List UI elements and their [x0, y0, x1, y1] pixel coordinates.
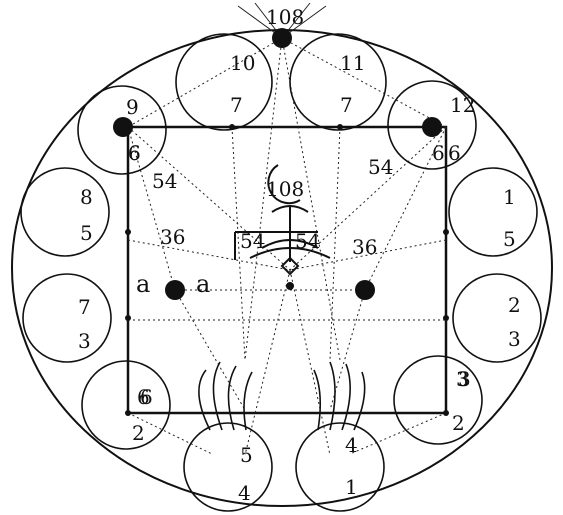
circle-5-top: 2 [508, 293, 521, 317]
letter-a-1: a [136, 270, 150, 298]
circle-5-bottom: 3 [508, 327, 521, 351]
circle-10-top: 7 [78, 295, 91, 319]
circle-3-bottom: 6 [432, 141, 445, 165]
label-54-center-right: 54 [295, 229, 320, 253]
circle-2-top: 11 [340, 51, 365, 75]
circle-4-top: 1 [503, 185, 516, 209]
flames [199, 362, 365, 430]
circle-11-bottom: 5 [80, 221, 93, 245]
circle-12-bottom: 6 [128, 141, 141, 165]
left-node [165, 280, 185, 300]
labels: 108 108 54 54 54 54 36 36 a a 6 6 6 3 10… [78, 5, 521, 505]
corner-node-top-left [113, 117, 133, 137]
label-54-upper-left: 54 [152, 169, 177, 193]
circle-2-bottom: 7 [340, 93, 353, 117]
circle-9-bottom: 2 [132, 421, 145, 445]
circle-7-top: 4 [345, 433, 358, 457]
circle-10-bottom: 3 [78, 329, 91, 353]
corner-node-top-right [422, 117, 442, 137]
top-node [272, 28, 292, 48]
circle-4-bottom: 5 [503, 227, 516, 251]
circle-6-top: 3 [458, 367, 471, 391]
right-node [355, 280, 375, 300]
circle-12-top: 9 [126, 95, 139, 119]
circle-7-bottom: 1 [345, 475, 358, 499]
circle-11-top: 8 [80, 185, 93, 209]
label-36-right: 36 [352, 235, 377, 259]
circle-9-top: 6 [137, 385, 150, 409]
circle-8-top: 5 [240, 443, 253, 467]
circle-6-bottom: 2 [452, 411, 465, 435]
circle-1-bottom: 7 [230, 93, 243, 117]
center-number: 108 [266, 177, 304, 201]
circle-8-bottom: 4 [238, 481, 251, 505]
top-number: 108 [266, 5, 304, 29]
corner-top-right: 6 [448, 141, 461, 165]
label-36-left: 36 [160, 225, 185, 249]
label-54-upper-right: 54 [368, 155, 393, 179]
circle-1-top: 10 [230, 51, 255, 75]
letter-a-2: a [196, 270, 210, 298]
circle-3-top: 12 [450, 93, 475, 117]
label-54-center-left: 54 [240, 229, 265, 253]
